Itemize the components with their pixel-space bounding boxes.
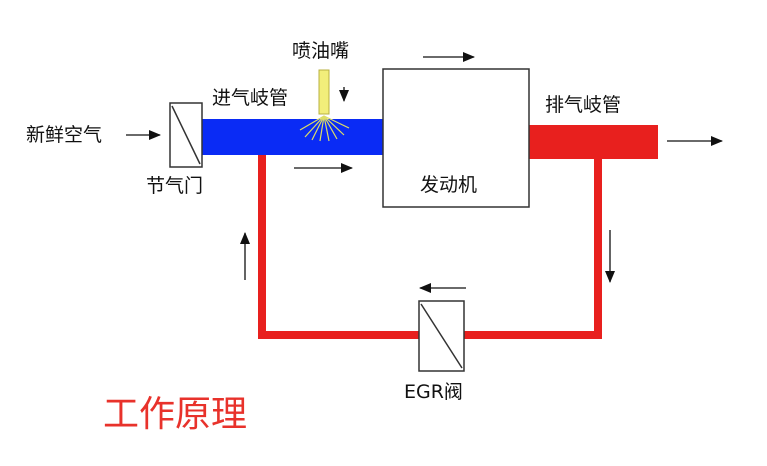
- engine-label: 发动机: [420, 174, 478, 196]
- throttle-valve: [169, 102, 203, 168]
- exhaust-manifold-pipe: [528, 125, 658, 159]
- injector-label: 喷油嘴: [292, 40, 350, 62]
- intake-manifold-label: 进气岐管: [212, 87, 289, 109]
- intake-manifold-pipe: [202, 119, 385, 155]
- fuel-spray: [299, 115, 350, 142]
- caption-title: 工作原理: [103, 394, 248, 435]
- exhaust-manifold-label: 排气岐管: [545, 94, 622, 116]
- fuel-injector: [299, 69, 350, 142]
- fresh-air-label: 新鲜空气: [26, 124, 103, 146]
- throttle-label: 节气门: [146, 175, 204, 197]
- egr-valve: [418, 300, 465, 372]
- egr-valve-label: EGR阀: [404, 381, 463, 403]
- engine-block: [382, 68, 530, 208]
